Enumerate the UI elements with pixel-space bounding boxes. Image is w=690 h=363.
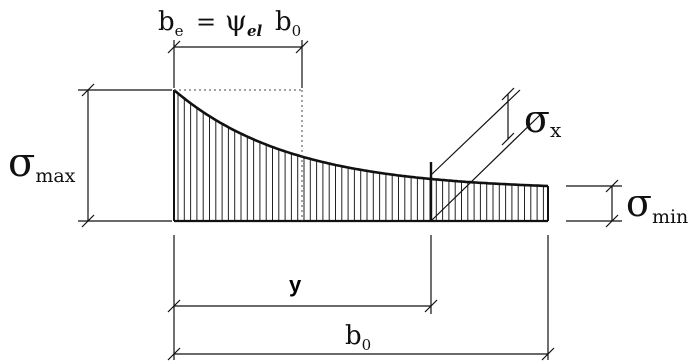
be-dimension	[167, 40, 309, 88]
y-dimension	[167, 235, 438, 314]
label-y: y	[289, 272, 302, 297]
svg-text:ψel: ψel	[225, 4, 263, 40]
svg-text:b0: b0	[275, 7, 301, 40]
svg-text:=: =	[196, 8, 216, 36]
sigma-x-dimension	[430, 87, 541, 222]
b0-dimension	[167, 235, 555, 361]
svg-text:be: be	[158, 7, 184, 40]
sigma-max-dimension	[78, 83, 172, 228]
label-be-equation: be = ψel b0	[158, 4, 301, 40]
label-sigma-max: σmax	[8, 140, 76, 187]
label-sigma-min: σmin	[626, 181, 688, 228]
stress-hatching	[177, 93, 544, 221]
stress-curve	[173, 89, 549, 188]
label-sigma-x: σx	[524, 97, 562, 142]
label-b0-bottom: b0	[345, 321, 371, 354]
sigma-min-dimension	[566, 179, 622, 228]
